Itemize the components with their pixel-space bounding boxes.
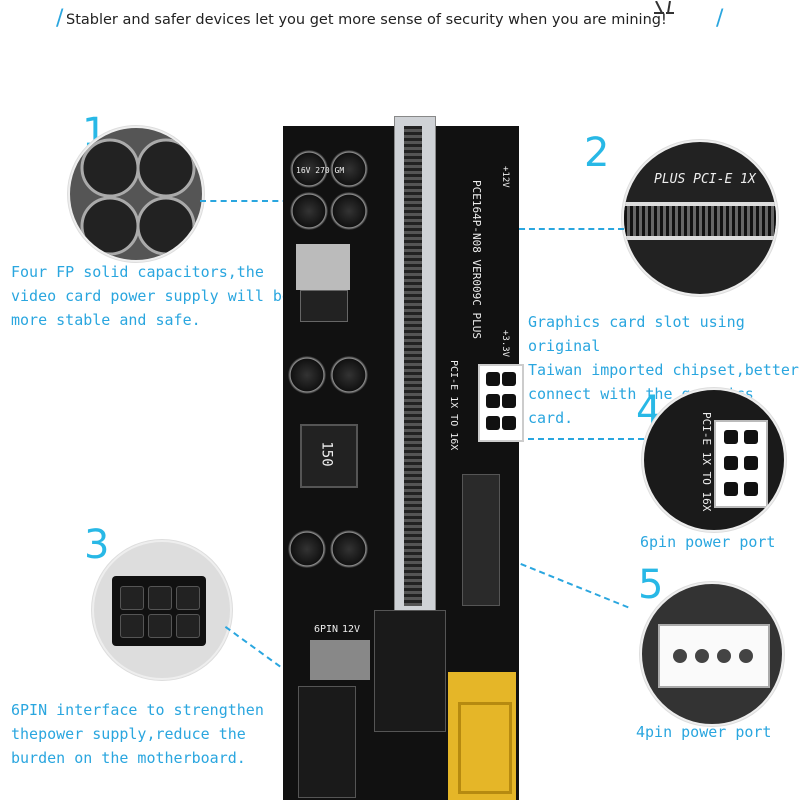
pcie-slot-pins bbox=[404, 126, 422, 606]
capacitor bbox=[290, 192, 328, 230]
callout-1-caption: Four FP solid capacitors,the video card … bbox=[11, 260, 291, 332]
4pin-connector-zoom bbox=[658, 624, 770, 688]
zoom-4-label: PCI-E 1X TO 16X bbox=[700, 412, 713, 512]
callout-3-caption-line: burden on the motherboard. bbox=[11, 749, 246, 767]
board-6pin-label: 6PIN bbox=[314, 624, 339, 635]
callout-4-caption: 6pin power port bbox=[640, 533, 776, 551]
callout-3-number: 3 bbox=[84, 522, 110, 568]
6pin-interface-connector bbox=[112, 576, 206, 646]
header-slash-right: / bbox=[716, 6, 724, 31]
callout-2-caption-line: Graphics card slot using original bbox=[528, 313, 745, 355]
usb-port bbox=[448, 672, 516, 800]
callout-3-caption-line: thepower supply,reduce the bbox=[11, 725, 246, 743]
callout-4-leader-line bbox=[488, 438, 644, 440]
callout-1-caption-line: more stable and safe. bbox=[11, 311, 201, 329]
callout-1-caption-line: video card power supply will be bbox=[11, 287, 291, 305]
callout-5-number: 5 bbox=[638, 562, 664, 608]
6pin-zoom-image: PCI-E 1X TO 16X bbox=[642, 388, 786, 532]
4pin-molex-connector bbox=[374, 610, 446, 732]
capacitor bbox=[330, 356, 368, 394]
board-3v3-label: +3.3V bbox=[500, 330, 510, 358]
sata-power-connector bbox=[462, 474, 500, 606]
callout-1-leader-line bbox=[200, 200, 330, 202]
6pin-connector-zoom bbox=[714, 420, 768, 508]
6pin-power-port bbox=[478, 364, 524, 442]
6pin-interface-connector-board bbox=[298, 686, 356, 798]
board-12v-label: 12V bbox=[342, 624, 361, 635]
usb-port-inner bbox=[458, 702, 512, 794]
callout-5-caption: 4pin power port bbox=[636, 723, 772, 741]
capacitor bbox=[330, 530, 368, 568]
capacitor-zoom-image bbox=[68, 126, 204, 262]
capacitor bbox=[290, 150, 328, 188]
callout-2-caption-line: Taiwan imported chipset,better bbox=[528, 361, 799, 379]
capacitor bbox=[330, 192, 368, 230]
callout-2-leader-line bbox=[430, 228, 624, 230]
callout-3-caption: 6PIN interface to strengthen thepower su… bbox=[11, 698, 264, 770]
board-12v-power-label: +12V bbox=[500, 166, 510, 188]
capacitor bbox=[330, 150, 368, 188]
header-slash-left: / bbox=[56, 6, 64, 31]
inductor-label: 150 bbox=[318, 441, 335, 467]
regulator-chip bbox=[296, 244, 350, 290]
callout-2-number: 2 bbox=[584, 130, 610, 176]
callout-3-caption-line: 6PIN interface to strengthen bbox=[11, 701, 264, 719]
4pin-zoom-image bbox=[640, 582, 784, 726]
regulator-body bbox=[300, 290, 348, 322]
capacitor-label: 16V 270 GM bbox=[296, 166, 345, 175]
board-slot-label: PCI-E 1X TO 16X bbox=[448, 360, 459, 451]
inductor: 150 bbox=[300, 424, 358, 488]
slot-pins bbox=[624, 202, 776, 240]
mascot-figure bbox=[648, 0, 688, 14]
page-title: Stabler and safer devices let you get mo… bbox=[66, 12, 667, 28]
6pin-interface-zoom-image bbox=[92, 540, 232, 680]
capacitor bbox=[288, 530, 326, 568]
callout-1-caption-line: Four FP solid capacitors,the bbox=[11, 263, 264, 281]
molex-power-pins bbox=[310, 640, 370, 680]
capacitor bbox=[288, 356, 326, 394]
slot-zoom-image: PLUS PCI-E 1X bbox=[622, 140, 778, 296]
zoom-2-label: PLUS PCI-E 1X bbox=[654, 172, 756, 187]
board-model-label: PCE164P-N08 VER009C PLUS bbox=[470, 180, 483, 339]
